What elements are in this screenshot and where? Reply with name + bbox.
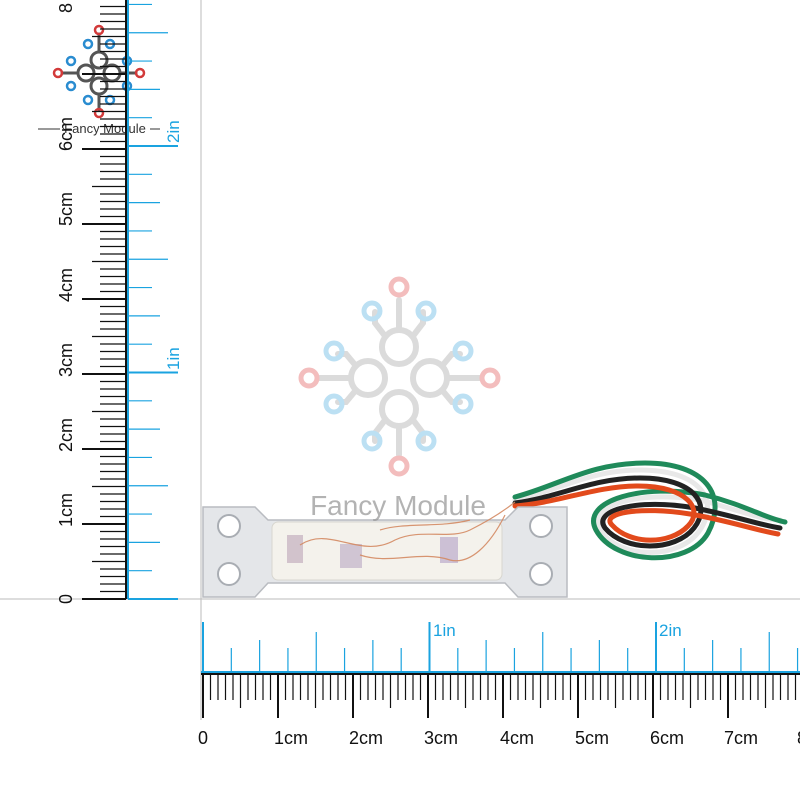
bottom-cm-ticks: [202, 674, 797, 718]
brand-watermark-text: Fancy Module: [310, 490, 486, 521]
left-cm-label-3: 3cm: [56, 343, 76, 377]
strain-gauge: [287, 535, 303, 563]
mounting-hole: [217, 562, 241, 586]
watermark-logo-icon: [298, 276, 501, 477]
sensor-epoxy-coating: [271, 521, 503, 581]
left-cm-label-7: 8: [56, 3, 76, 13]
brand-logo-icon: [52, 24, 146, 119]
strain-gauge: [340, 544, 362, 568]
wire-red: [512, 483, 781, 543]
mounting-hole: [529, 562, 553, 586]
bottom-in-label-2: 2in: [659, 621, 682, 640]
left-cm-label-5: 5cm: [56, 192, 76, 226]
left-in-label-2: 2in: [164, 120, 183, 143]
bottom-cm-label-4: 4cm: [500, 728, 534, 748]
left-inch-ticks: [128, 3, 178, 600]
load-cell-sensor: [202, 460, 788, 598]
bottom-ruler: 1in 2in 0 1cm 2cm 3cm 4cm 5cm 6cm 7cm 8: [198, 621, 800, 748]
bottom-cm-label-3: 3cm: [424, 728, 458, 748]
left-ruler: 0 1cm 2cm 3cm 4cm 5cm 6cm 8 1in 2in: [56, 0, 183, 604]
wire-green: [512, 460, 788, 561]
left-cm-ticks: [82, 5, 126, 600]
bottom-cm-label-6: 6cm: [650, 728, 684, 748]
strain-gauge: [440, 537, 458, 563]
bottom-cm-label-8: 8: [797, 728, 800, 748]
bottom-cm-label-5: 5cm: [575, 728, 609, 748]
left-cm-label-2: 2cm: [56, 418, 76, 452]
bottom-in-label-1: 1in: [433, 621, 456, 640]
bottom-inch-ticks: [202, 622, 799, 672]
mounting-hole: [529, 514, 553, 538]
bottom-cm-label-1: 1cm: [274, 728, 308, 748]
left-in-label-1: 1in: [164, 347, 183, 370]
bottom-cm-label-0: 0: [198, 728, 208, 748]
bottom-cm-label-2: 2cm: [349, 728, 383, 748]
left-cm-label-4: 4cm: [56, 268, 76, 302]
left-cm-label-0: 0: [56, 594, 76, 604]
left-cm-label-6: 6cm: [56, 117, 76, 151]
left-cm-label-1: 1cm: [56, 493, 76, 527]
mounting-hole: [217, 514, 241, 538]
bottom-cm-label-7: 7cm: [724, 728, 758, 748]
